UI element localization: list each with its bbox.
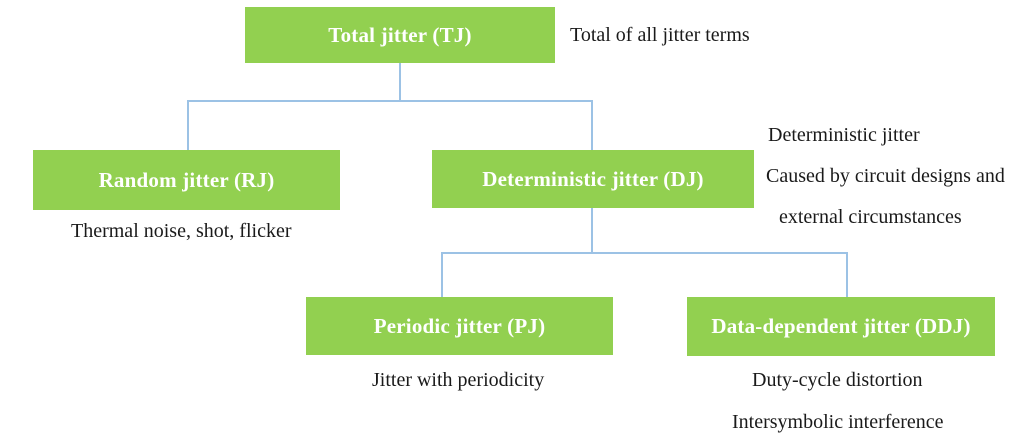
annotation-deterministic-jitter-line3: external circumstances <box>779 206 962 228</box>
node-total-jitter-label: Total jitter (TJ) <box>328 22 472 47</box>
annotation-deterministic-jitter-line2: Caused by circuit designs and <box>766 165 1005 187</box>
node-deterministic-jitter-label: Deterministic jitter (DJ) <box>482 166 704 191</box>
annotation-data-dependent-jitter-line1: Duty-cycle distortion <box>752 369 923 391</box>
connector-tj-stem <box>399 63 401 101</box>
node-periodic-jitter: Periodic jitter (PJ) <box>306 297 613 355</box>
annotation-deterministic-jitter-line1: Deterministic jitter <box>768 124 920 146</box>
node-random-jitter: Random jitter (RJ) <box>33 150 340 210</box>
connector-level1-crossbar <box>187 100 593 102</box>
node-data-dependent-jitter: Data-dependent jitter (DDJ) <box>687 297 995 356</box>
connector-drop-rj <box>187 100 189 150</box>
node-deterministic-jitter: Deterministic jitter (DJ) <box>432 150 754 208</box>
annotation-random-jitter: Thermal noise, shot, flicker <box>71 220 292 242</box>
connector-level2-crossbar <box>441 252 848 254</box>
annotation-periodic-jitter: Jitter with periodicity <box>372 369 545 391</box>
connector-drop-pj <box>441 252 443 297</box>
node-periodic-jitter-label: Periodic jitter (PJ) <box>373 313 546 338</box>
connector-drop-dj <box>591 100 593 150</box>
node-random-jitter-label: Random jitter (RJ) <box>98 167 275 192</box>
annotation-total-jitter: Total of all jitter terms <box>570 24 750 46</box>
node-total-jitter: Total jitter (TJ) <box>245 7 555 63</box>
connector-dj-stem <box>591 208 593 253</box>
node-data-dependent-jitter-label: Data-dependent jitter (DDJ) <box>711 314 971 338</box>
annotation-data-dependent-jitter-line2: Intersymbolic interference <box>732 411 944 433</box>
connector-drop-ddj <box>846 252 848 297</box>
